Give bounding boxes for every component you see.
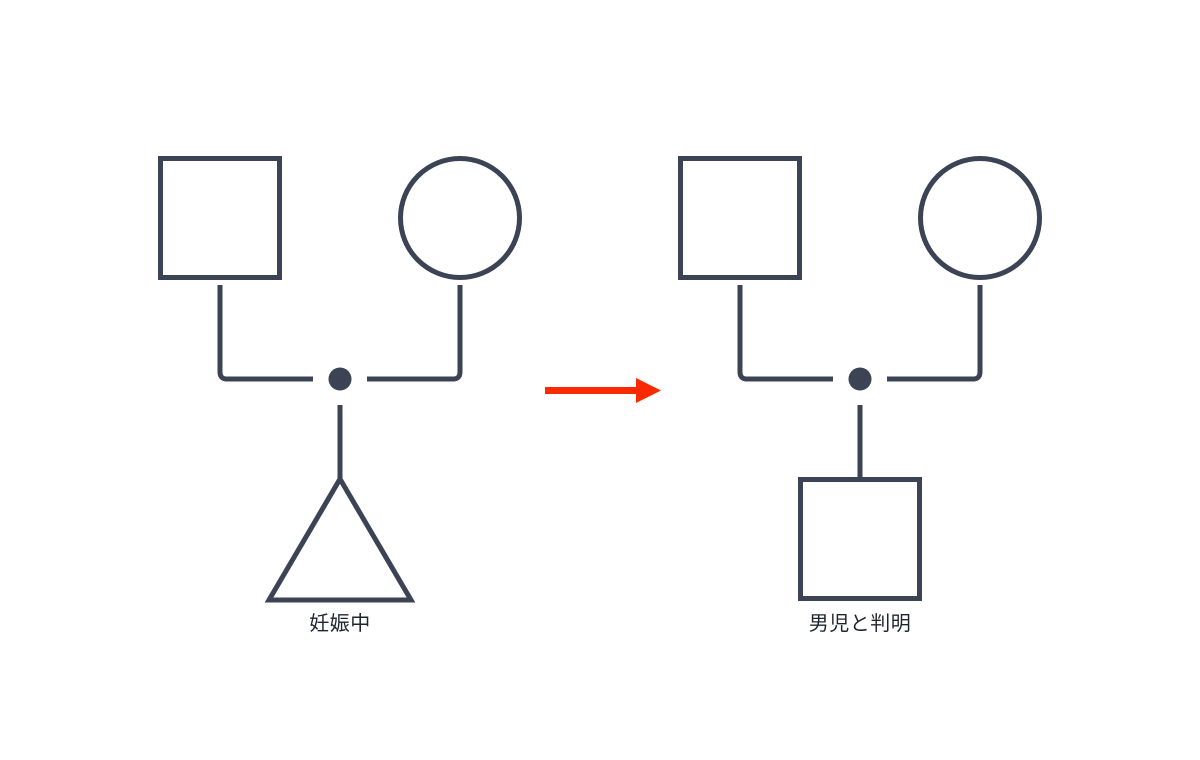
transition-arrow-head (636, 378, 661, 403)
caption-before: 妊娠中 (309, 611, 371, 635)
union-node-after (848, 367, 872, 391)
mother-union-link-after (887, 285, 983, 382)
father-square-before (158, 156, 282, 280)
father-union-link-before (217, 285, 313, 382)
pregnancy-triangle (264, 474, 416, 603)
transition-arrow (545, 378, 661, 403)
union-node-before (328, 367, 352, 391)
mother-union-link-before (367, 285, 463, 382)
father-square-after (678, 156, 802, 280)
mother-circle-after (918, 156, 1042, 280)
pedigree-panel-after: 男児と判明 (678, 156, 1042, 635)
child-male-square (798, 477, 922, 601)
mother-circle-before (398, 156, 522, 280)
pedigree-panel-before: 妊娠中 (158, 156, 522, 635)
caption-after: 男児と判明 (809, 611, 912, 635)
father-union-link-after (737, 285, 833, 382)
